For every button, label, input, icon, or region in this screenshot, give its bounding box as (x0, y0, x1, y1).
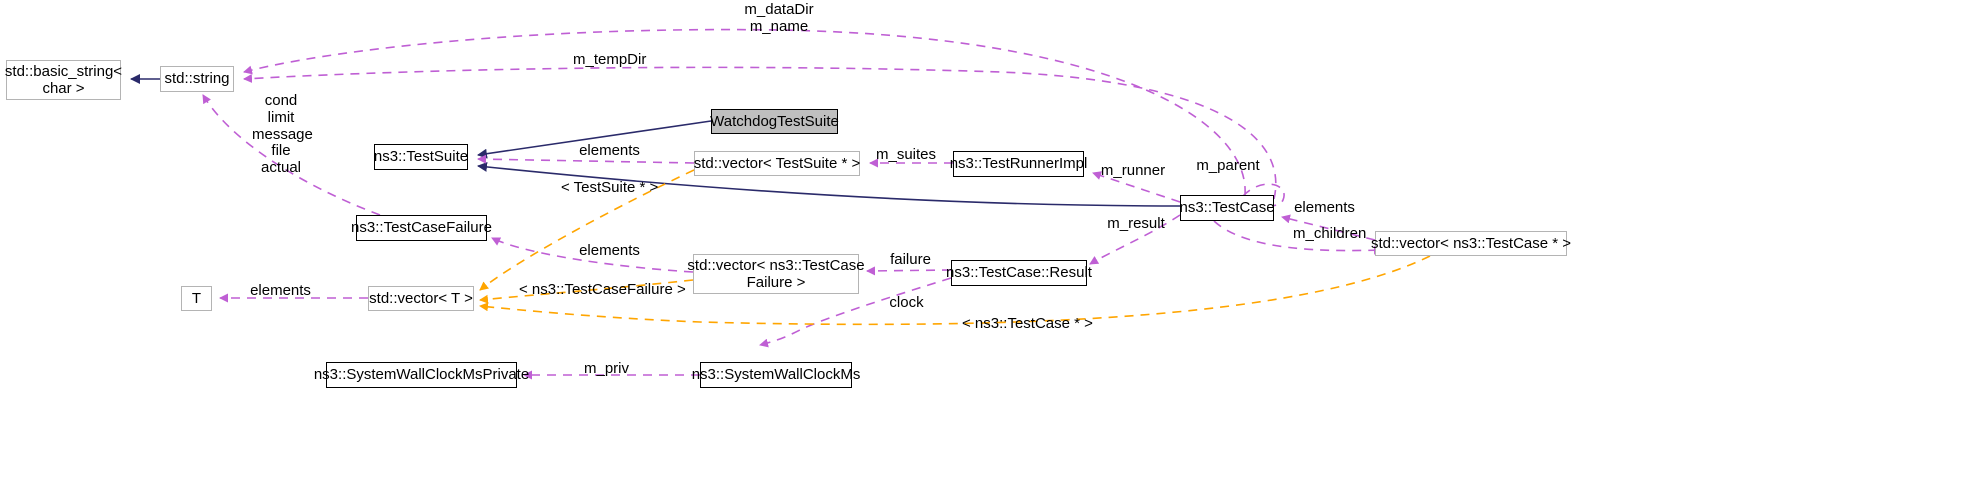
edge-assoc-m-result (1089, 214, 1181, 265)
node-ns3-testrunnerimpl[interactable]: ns3::TestRunnerImpl (950, 151, 1087, 177)
edge-label-m-dataDir-m-name: m_dataDir m_name (744, 1, 814, 35)
edge-assoc-cond-limit-message-file-actual (202, 94, 381, 216)
edge-label-m-suites: m_suites (876, 146, 937, 163)
edge-label-clock: clock (889, 294, 924, 311)
edge-label-failure: failure (890, 251, 931, 268)
node-ns3-testcase-result[interactable]: ns3::TestCase::Result (946, 260, 1092, 286)
edge-template-TestCase-ptr (479, 255, 1431, 326)
node-ns3-testcasefailure[interactable]: ns3::TestCaseFailure (351, 215, 492, 241)
edge-assoc-elements-vecsuite-testsuite (477, 154, 695, 164)
node-std-vector-testsuite-ptr[interactable]: std::vector< TestSuite * > (694, 151, 860, 176)
edge-label-m-runner: m_runner (1100, 162, 1166, 179)
node-ns3-testsuite[interactable]: ns3::TestSuite (374, 144, 468, 170)
edge-label-elements-testcase: elements (1294, 199, 1355, 216)
edge-label-m-tempDir: m_tempDir (573, 51, 647, 68)
node-std-vector-T[interactable]: std::vector< T > (368, 286, 474, 311)
edge-label-testsuite-ptr-template: < TestSuite * > (561, 179, 659, 196)
edge-label-m-parent: m_parent (1196, 157, 1260, 174)
edge-label-testcasefailure-template: < ns3::TestCaseFailure > (519, 281, 686, 298)
node-ns3-testcase[interactable]: ns3::TestCase (1179, 195, 1275, 221)
edge-label-m-children: m_children (1293, 225, 1367, 242)
edge-assoc-failure (866, 266, 952, 276)
edge-label-elements-T: elements (250, 282, 311, 299)
node-std-vector-ns3-testcasefailure[interactable]: std::vector< ns3::TestCase Failure > (687, 254, 865, 294)
edge-assoc-tempDir (243, 66, 1277, 200)
node-std-string[interactable]: std::string (160, 66, 234, 92)
edge-label-m-priv: m_priv (584, 360, 630, 377)
node-ns3-systemwallclockms[interactable]: ns3::SystemWallClockMs (692, 362, 860, 388)
edge-label-elements-casefailure: elements (579, 242, 640, 259)
edge-template-TestSuite-ptr (479, 169, 695, 291)
edge-label-testcase-ptr-template: < ns3::TestCase * > (962, 315, 1093, 332)
edge-assoc-elements-vecfailure-casefailure (491, 237, 694, 273)
node-template-param-T[interactable]: T (181, 286, 212, 311)
edge-inherit-testsuite-testcase (477, 161, 1181, 207)
node-std-basic-string[interactable]: std::basic_string< char > (5, 60, 122, 100)
node-watchdogtestsuite[interactable]: WatchdogTestSuite (710, 109, 839, 134)
edge-inherit-watchdog-testsuite (477, 120, 712, 159)
edge-assoc-dataDir-name (243, 28, 1246, 196)
edge-label-cond-limit-message-file-actual: cond limit message file actual (252, 92, 313, 177)
edge-template-TestCaseFailure (479, 279, 694, 304)
edge-assoc-clock (759, 277, 952, 348)
node-std-vector-ns3-testcase-ptr[interactable]: std::vector< ns3::TestCase * > (1371, 231, 1571, 256)
node-ns3-systemwallclockmsprivate[interactable]: ns3::SystemWallClockMsPrivate (314, 362, 529, 388)
edge-label-elements-testsuite: elements (579, 142, 640, 159)
edge-label-m-result: m_result (1107, 215, 1165, 232)
edge-assoc-m-children (1213, 220, 1383, 255)
